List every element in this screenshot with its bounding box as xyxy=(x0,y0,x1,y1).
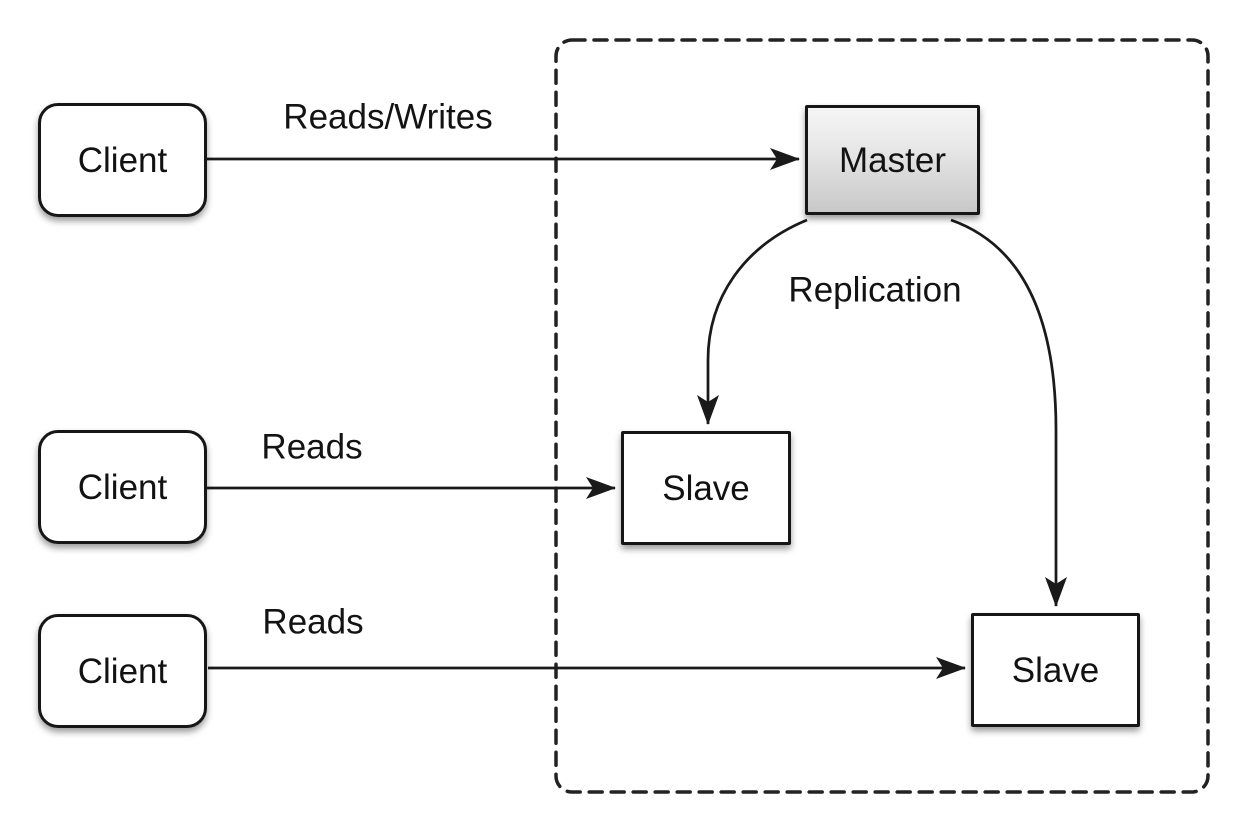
node-slave-1: Slave xyxy=(621,431,791,545)
edge-label-reads-bottom: Reads xyxy=(262,602,364,642)
arrow-replication-right xyxy=(950,218,1067,607)
edge-label-reads-writes: Reads/Writes xyxy=(283,97,493,137)
node-client-1-label: Client xyxy=(77,140,168,180)
node-client-2: Client xyxy=(38,430,207,544)
node-master-label: Master xyxy=(839,140,946,180)
replication-group-boundary xyxy=(554,38,1210,794)
node-slave-1-label: Slave xyxy=(662,468,750,508)
node-client-2-label: Client xyxy=(77,467,168,507)
node-slave-2: Slave xyxy=(971,613,1140,727)
node-slave-2-label: Slave xyxy=(1011,650,1100,690)
edge-label-reads-mid: Reads xyxy=(261,427,363,467)
edge-label-replication: Replication xyxy=(788,270,962,310)
node-client-3-label: Client xyxy=(77,651,168,691)
arrow-replication-left xyxy=(697,218,808,425)
node-client-1: Client xyxy=(38,103,207,217)
node-master: Master xyxy=(805,105,980,215)
node-client-3: Client xyxy=(38,614,207,728)
